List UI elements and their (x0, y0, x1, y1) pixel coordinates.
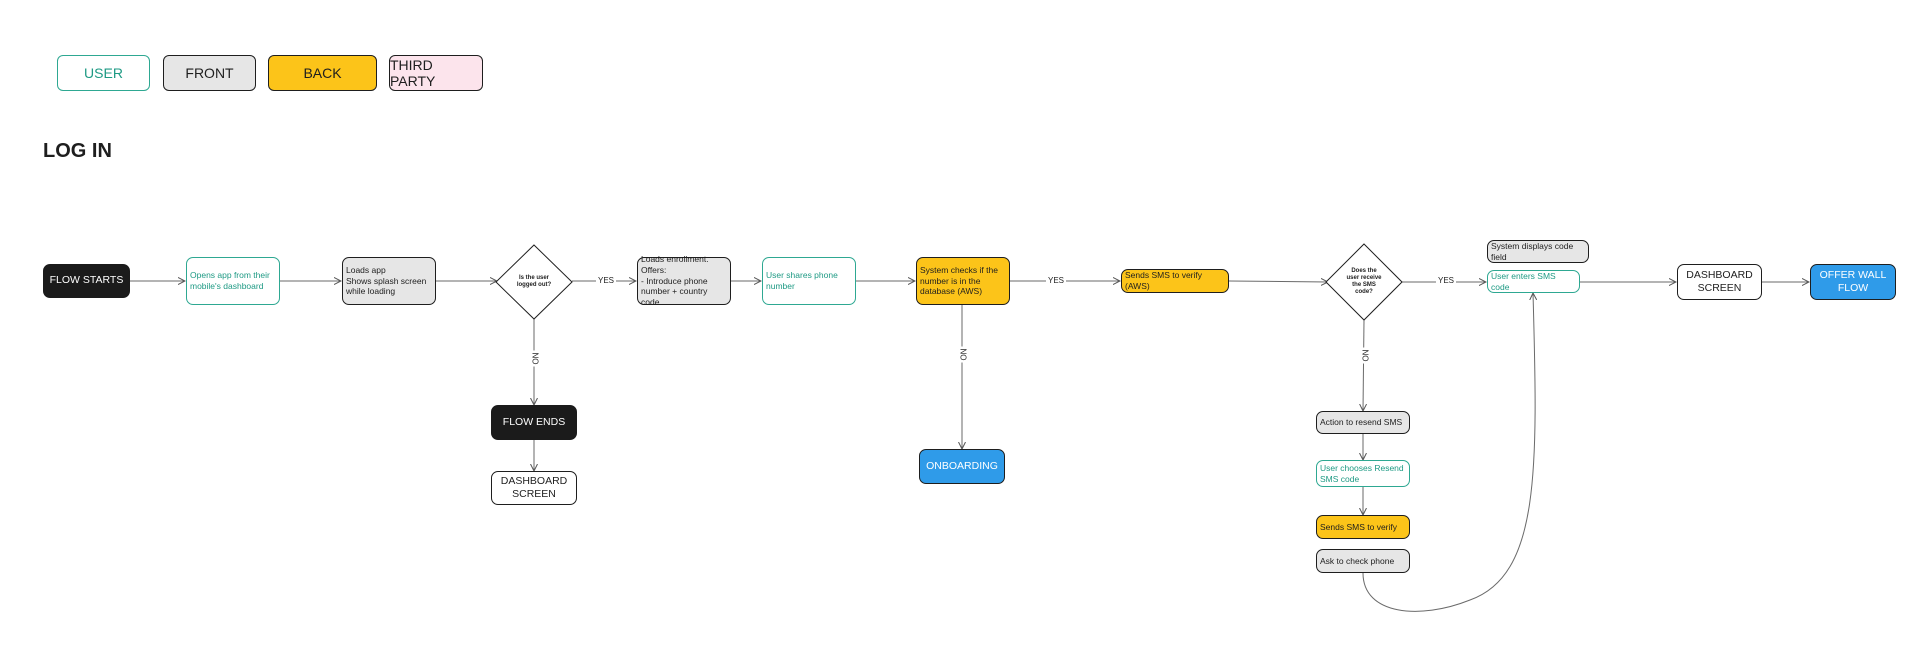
edge-sends-sms-to-receive (1228, 281, 1328, 282)
sends-sms-verify-node[interactable]: Sends SMS to verify (1316, 515, 1410, 539)
offer-wall-flow-node[interactable]: OFFER WALL FLOW (1810, 264, 1896, 300)
displays-code-field-node[interactable]: System displays code field (1487, 240, 1589, 263)
legend-user: USER (57, 55, 150, 91)
edge-label-yes-receive-sms: YES (1436, 276, 1457, 285)
ask-check-phone-node[interactable]: Ask to check phone (1316, 549, 1410, 573)
legend-back: BACK (268, 55, 377, 91)
system-checks-node[interactable]: System checks if the number is in the da… (916, 257, 1010, 305)
opens-app-node[interactable]: Opens app from their mobile's dashboard (186, 257, 280, 305)
action-resend-node[interactable]: Action to resend SMS (1316, 411, 1410, 434)
legend-third-party: THIRD PARTY (389, 55, 483, 91)
edge-label-no-system-checks: NO (958, 346, 968, 363)
loads-app-node[interactable]: Loads app Shows splash screen while load… (342, 257, 436, 305)
logged-out-diamond-shape (495, 244, 573, 320)
legend-front: FRONT (163, 55, 256, 91)
edge-receive-no (1363, 319, 1364, 411)
receive-sms-diamond-shape (1325, 243, 1403, 321)
dashboard-screen-node-2[interactable]: DASHBOARD SCREEN (1677, 264, 1762, 300)
flow-ends-node[interactable]: FLOW ENDS (491, 405, 577, 440)
section-title: LOG IN (43, 140, 112, 162)
enters-sms-code-node[interactable]: User enters SMS code (1487, 270, 1580, 293)
edge-label-yes-system-checks: YES (1046, 276, 1067, 285)
edge-ask-check-to-enters-code (1362, 293, 1535, 612)
edge-label-yes-logged-out: YES (596, 276, 617, 285)
chooses-resend-node[interactable]: User chooses Resend SMS code (1316, 460, 1410, 487)
receive-sms-decision[interactable]: Does the user receive the SMS code? (1346, 268, 1382, 295)
flow-starts-node[interactable]: FLOW STARTS (43, 264, 130, 298)
logged-out-decision[interactable]: Is the user logged out? (516, 275, 552, 288)
onboarding-node[interactable]: ONBOARDING (919, 449, 1005, 484)
edge-label-no-receive-sms: NO (1360, 347, 1370, 364)
edge-label-no-logged-out: NO (530, 350, 540, 367)
shares-phone-node[interactable]: User shares phone number (762, 257, 856, 305)
dashboard-screen-node-1[interactable]: DASHBOARD SCREEN (491, 471, 577, 505)
sends-sms-aws-node[interactable]: Sends SMS to verify (AWS) (1121, 269, 1229, 293)
loads-enrollment-node[interactable]: Loads enrollment. Offers: - Introduce ph… (637, 254, 731, 307)
